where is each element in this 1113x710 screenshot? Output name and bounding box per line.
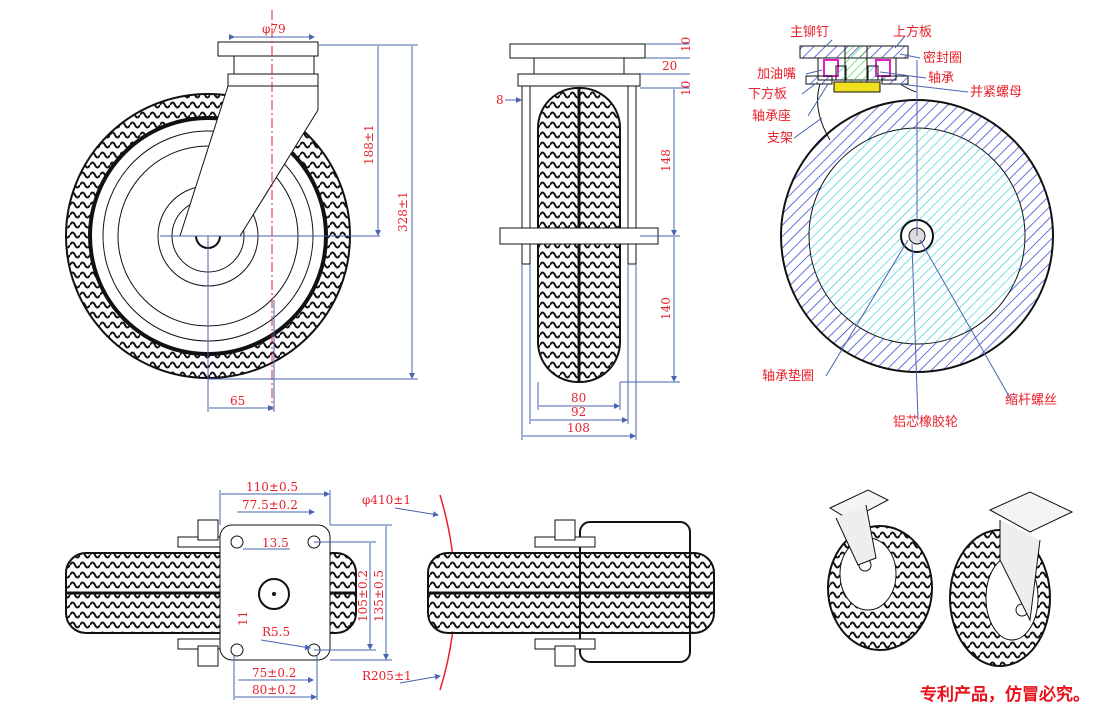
side-top-plate bbox=[509, 43, 646, 59]
dim-10-top: 10 bbox=[679, 37, 693, 52]
label-axle-bolt: 缩杆螺丝 bbox=[1005, 392, 1057, 408]
fork-outline bbox=[579, 521, 691, 663]
dim-135: 135±0.5 bbox=[372, 570, 386, 622]
label-main-rivet: 主铆钉 bbox=[790, 25, 829, 40]
dim-328: 328±1 bbox=[396, 191, 410, 232]
section-view: 主铆钉 上方板 密封圈 加油嘴 轴承 下方板 并紧螺母 轴承座 支架 轴承垫圈 … bbox=[748, 24, 1057, 430]
dim-75: 75±0.2 bbox=[252, 666, 296, 680]
top-plate bbox=[217, 41, 319, 57]
dim-r205: R205±1 bbox=[362, 669, 412, 683]
dim-108: 108 bbox=[567, 421, 590, 435]
dim-80-bottom: 80±0.2 bbox=[252, 683, 296, 697]
label-top-plate: 上方板 bbox=[893, 24, 932, 40]
dim-13-5: 13.5 bbox=[262, 536, 289, 550]
label-bottom-plate: 下方板 bbox=[748, 86, 787, 102]
axle-bolt bbox=[499, 227, 659, 245]
label-lock-nut: 并紧螺母 bbox=[970, 85, 1022, 100]
label-bearing-seat: 轴承座 bbox=[752, 109, 791, 124]
dim-20: 20 bbox=[662, 59, 677, 73]
product-renders bbox=[827, 489, 1074, 667]
dim-10-bottom: 10 bbox=[679, 81, 693, 96]
dim-65: 65 bbox=[230, 394, 245, 408]
label-bracket: 支架 bbox=[767, 131, 793, 146]
label-bearing-washer: 轴承垫圈 bbox=[762, 368, 814, 384]
dim-110: 110±0.5 bbox=[246, 480, 298, 494]
dim-phi79: φ79 bbox=[262, 22, 286, 36]
label-seal-ring: 密封圈 bbox=[923, 50, 962, 66]
label-aluminum-core-wheel: 铝芯橡胶轮 bbox=[893, 414, 958, 430]
dim-phi410: φ410±1 bbox=[362, 493, 411, 507]
dim-148: 148 bbox=[659, 149, 673, 172]
side-view: 10 20 10 8 148 140 80 92 108 bbox=[496, 37, 693, 440]
dim-77-5: 77.5±0.2 bbox=[242, 498, 298, 512]
dim-8: 8 bbox=[496, 93, 504, 107]
label-grease-nipple: 加油嘴 bbox=[757, 67, 796, 82]
label-bearing: 轴承 bbox=[928, 71, 954, 86]
dim-r5-5: R5.5 bbox=[262, 625, 290, 639]
dim-188: 188±1 bbox=[362, 124, 376, 165]
dim-140: 140 bbox=[659, 297, 673, 320]
bottom-view: 110±0.5 77.5±0.2 13.5 105±0.2 135±0.5 11… bbox=[65, 480, 715, 700]
dim-105: 105±0.2 bbox=[356, 570, 370, 622]
front-view: φ79 188±1 328±1 65 bbox=[65, 10, 418, 412]
dim-11: 11 bbox=[236, 611, 250, 626]
dim-92: 92 bbox=[571, 405, 586, 419]
dim-80: 80 bbox=[571, 391, 586, 405]
patent-notice: 专利产品，仿冒必究。 bbox=[920, 685, 1090, 705]
